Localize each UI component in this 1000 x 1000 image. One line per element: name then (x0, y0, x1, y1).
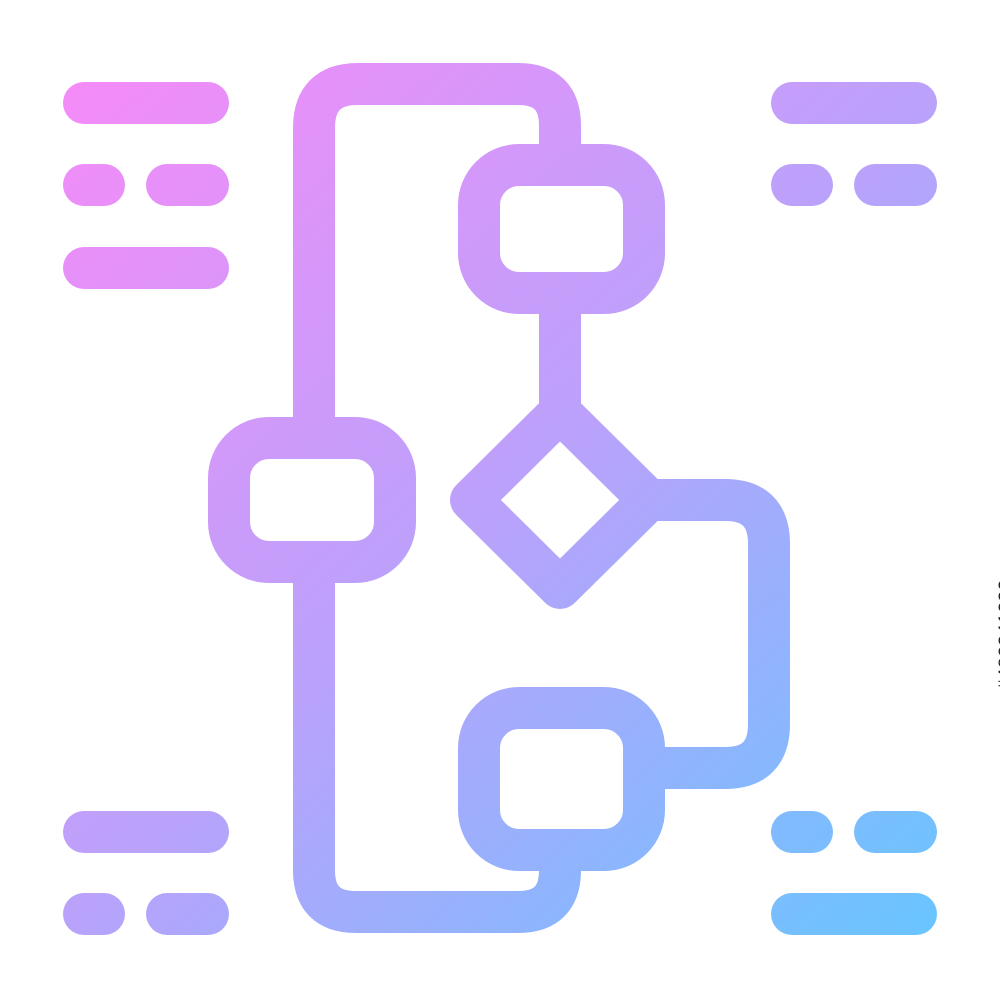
text-lines-top-right (771, 82, 937, 206)
text-lines-top-left (63, 82, 229, 289)
process-box-middle (208, 417, 416, 583)
stock-id-text: #482341232 (996, 579, 1000, 690)
connector-decision-loop (623, 479, 790, 789)
decision-diamond (450, 391, 670, 609)
text-lines-bottom-right (771, 811, 937, 935)
process-box-bottom (458, 687, 665, 871)
outer-connector-bottom (293, 541, 581, 933)
text-lines-bottom-left (63, 811, 229, 935)
outer-connector-top (293, 63, 581, 459)
